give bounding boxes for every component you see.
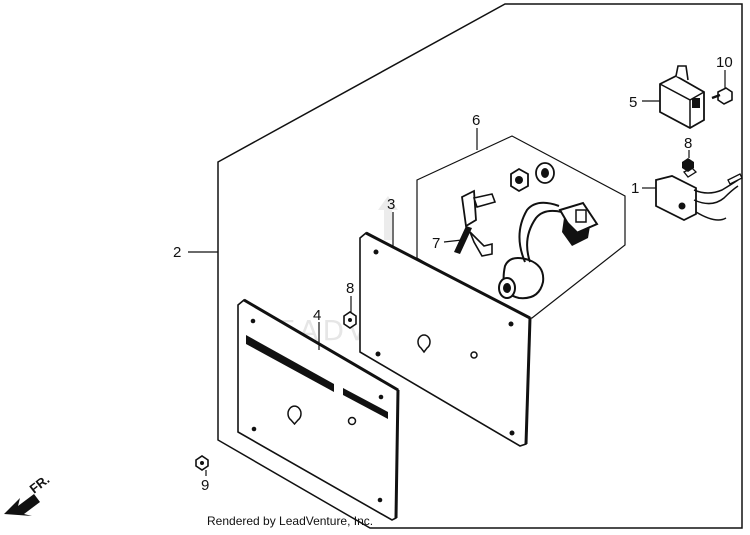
screw-8-lower	[343, 311, 357, 329]
callout-labels: 2 3 4 5 6 7 8 8 1 9 10	[173, 54, 733, 494]
switch-nut	[510, 167, 529, 193]
screw-10	[711, 87, 733, 105]
callout-5: 5	[629, 94, 637, 111]
callout-1: 1	[631, 180, 639, 197]
callout-8-upper: 8	[684, 135, 692, 152]
keys	[454, 189, 497, 257]
callout-3: 3	[387, 196, 395, 213]
callout-7: 7	[432, 235, 440, 252]
assembly-outline	[217, 3, 743, 529]
relay-unit	[659, 65, 705, 130]
callout-9: 9	[201, 477, 209, 494]
front-plate	[237, 298, 400, 521]
front-arrow-label: FR.	[27, 472, 53, 497]
callout-4: 4	[313, 307, 321, 324]
callout-6: 6	[472, 112, 480, 129]
callout-8-lower: 8	[346, 280, 354, 297]
screw-8-upper	[682, 158, 694, 172]
back-panel	[359, 231, 532, 447]
switch-washer	[535, 162, 555, 184]
front-arrow: FR.	[4, 472, 52, 516]
ignition-switch	[498, 201, 599, 300]
screw-9	[195, 455, 209, 471]
switch-bracket	[655, 167, 743, 222]
callout-10: 10	[716, 54, 733, 71]
callout-2: 2	[173, 244, 181, 261]
leader-lines	[188, 70, 726, 476]
footer-credit: Rendered by LeadVenture, Inc.	[207, 514, 374, 528]
